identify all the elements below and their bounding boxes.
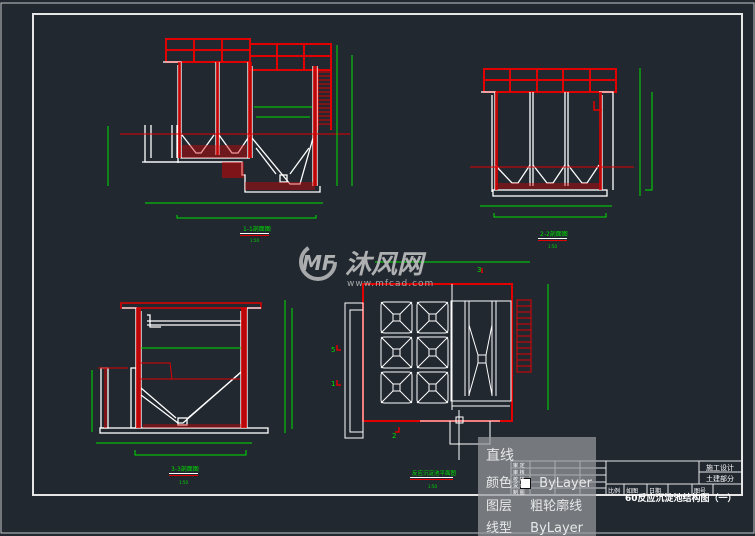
stage-label: 施工设计	[706, 463, 734, 472]
section-marker-3: 3	[477, 266, 481, 274]
section-1-title-block: 1-1剖面图 1:50	[240, 225, 271, 243]
concrete-hatch-2	[495, 92, 602, 190]
color-swatch-icon	[520, 478, 532, 489]
section-1-dimensions	[107, 45, 353, 219]
section-1-title: 1-1剖面图	[243, 225, 271, 233]
railing-frame	[165, 38, 332, 130]
hopper-3	[380, 336, 413, 369]
plan-view-drawing: 5 1 2 3 反应沉淀池平面图 1:50	[331, 261, 549, 489]
hopper-1	[380, 301, 413, 334]
section-2-title: 2-2剖面图	[540, 230, 568, 238]
section-1-1-drawing: 1-1剖面图 1:50	[107, 38, 353, 243]
hopper-grid	[380, 301, 493, 404]
section-2-2-drawing: 2-2剖面图 1:50	[470, 68, 653, 249]
settling-hopper	[468, 324, 493, 396]
inlet-channel	[140, 362, 173, 380]
tooltip-value-color: ByLayer	[539, 476, 593, 491]
section-marker-5: 5	[331, 346, 335, 354]
section-2-scale: 1:50	[548, 244, 557, 249]
object-properties-tooltip: 直线 颜色 ByLayer 图层 粗轮廓线 线型 ByLayer	[478, 437, 596, 536]
sheet-inner-frame	[32, 13, 743, 496]
section-markers: 5 1 2 3	[331, 266, 481, 440]
footer-scale-label: 比例	[608, 487, 620, 495]
section-3-dimensions	[91, 300, 293, 456]
tooltip-object-type: 直线	[486, 448, 514, 464]
watermark-logo: MF	[302, 251, 336, 275]
section-marker-1: 1	[331, 380, 335, 388]
watermark-brand: 沐风网	[345, 250, 427, 280]
section-3-3-drawing: 3-3剖面图 1:50	[91, 300, 293, 485]
section-marker-2: 2	[392, 432, 396, 440]
plan-tank-outline	[362, 283, 513, 422]
title-block-text: 施工设计 土建部分 60反应沉淀池结构图（一） 比例 如图 日期 图号	[608, 463, 737, 504]
section-1-scale: 1:50	[250, 238, 259, 243]
hopper-6	[416, 371, 449, 404]
concrete-hatch-3	[104, 308, 247, 428]
footer-drawing-no-label: 图号	[694, 488, 706, 495]
tooltip-value-linetype: ByLayer	[530, 521, 584, 536]
outlet-pipe	[593, 101, 602, 111]
tooltip-row-linetype: 线型 ByLayer	[486, 517, 583, 536]
railing-frame-2	[483, 68, 617, 93]
discipline-label: 土建部分	[706, 474, 734, 483]
tooltip-row-layer: 图层 粗轮廓线	[486, 495, 582, 514]
footer-scale-value: 如图	[626, 487, 638, 495]
drawing-title: 60反应沉淀池结构图（一）	[625, 492, 737, 504]
footer-date-label: 日期	[649, 487, 661, 495]
watermark-url: www.mfcad.com	[347, 279, 434, 289]
ladder	[317, 68, 332, 130]
section-3-title: 3-3剖面图	[171, 465, 199, 473]
tooltip-row-color: 颜色 ByLayer	[486, 472, 592, 491]
watermark: MF 沐风网 www.mfcad.com	[299, 243, 434, 289]
section-2-dimensions	[480, 68, 653, 218]
tank-walls-2	[481, 91, 614, 197]
tooltip-label-layer: 图层	[486, 499, 513, 514]
section-2-title-block: 2-2剖面图 1:50	[538, 230, 568, 249]
concrete-hatch	[178, 62, 317, 190]
section-marker-ticks	[336, 268, 483, 433]
hopper-4	[416, 336, 449, 369]
section-3-title-block: 3-3剖面图 1:50	[169, 465, 199, 485]
plan-outline	[344, 284, 512, 460]
plan-scale: 1:50	[428, 484, 437, 489]
plan-title-block: 反应沉淀池平面图 1:50	[410, 469, 457, 489]
section-3-scale: 1:50	[179, 480, 188, 485]
tooltip-value-layer: 粗轮廓线	[530, 499, 583, 514]
watermark-logo-icon	[299, 243, 337, 281]
plan-ladder	[516, 299, 532, 373]
hopper-5	[380, 371, 413, 404]
tooltip-label-color: 颜色	[486, 476, 513, 491]
top-slab	[120, 302, 262, 309]
plan-title: 反应沉淀池平面图	[412, 469, 457, 477]
hopper-2	[416, 301, 449, 334]
tooltip-label-linetype: 线型	[486, 521, 513, 536]
